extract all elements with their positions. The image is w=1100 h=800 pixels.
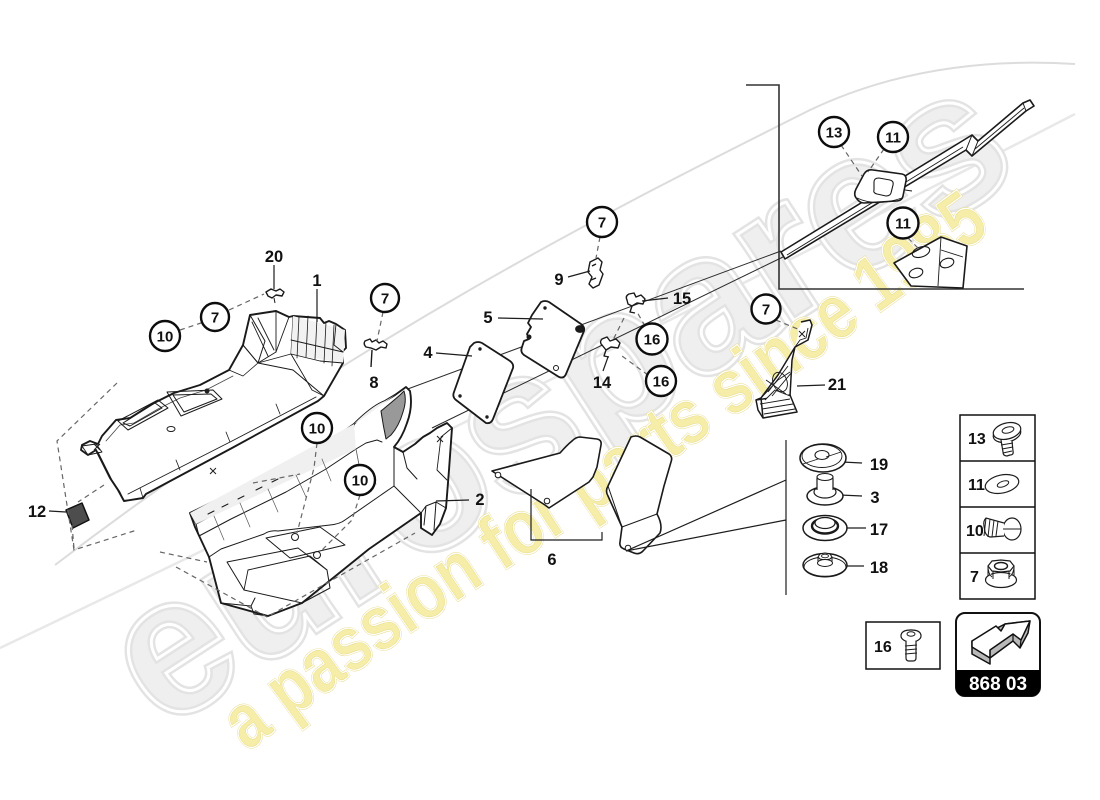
svg-text:10: 10: [157, 329, 174, 346]
svg-text:10: 10: [966, 523, 984, 540]
svg-text:5: 5: [483, 309, 492, 327]
svg-text:14: 14: [593, 374, 612, 392]
svg-text:7: 7: [211, 310, 219, 327]
svg-text:11: 11: [968, 477, 985, 494]
svg-text:6: 6: [547, 551, 556, 569]
svg-text:4: 4: [423, 344, 433, 362]
svg-text:2: 2: [475, 491, 484, 509]
svg-text:11: 11: [895, 216, 911, 233]
svg-text:16: 16: [644, 332, 661, 349]
svg-text:7: 7: [970, 569, 979, 586]
svg-text:15: 15: [673, 290, 691, 308]
svg-text:18: 18: [870, 559, 888, 577]
svg-text:20: 20: [265, 248, 283, 266]
svg-text:19: 19: [870, 456, 888, 474]
svg-text:7: 7: [762, 302, 770, 319]
svg-text:3: 3: [870, 489, 879, 507]
svg-text:9: 9: [554, 271, 563, 289]
svg-text:868 03: 868 03: [969, 674, 1027, 695]
svg-text:13: 13: [826, 125, 843, 142]
svg-text:17: 17: [870, 521, 888, 539]
svg-text:11: 11: [885, 130, 901, 147]
svg-text:16: 16: [874, 639, 892, 656]
svg-text:21: 21: [828, 376, 846, 394]
svg-text:13: 13: [968, 431, 986, 448]
svg-text:12: 12: [28, 503, 46, 521]
svg-text:1: 1: [312, 272, 321, 290]
svg-text:16: 16: [653, 374, 670, 391]
svg-text:10: 10: [352, 473, 369, 490]
svg-text:7: 7: [598, 215, 606, 232]
svg-text:8: 8: [369, 374, 378, 392]
svg-text:10: 10: [309, 421, 326, 438]
svg-text:7: 7: [381, 291, 389, 308]
